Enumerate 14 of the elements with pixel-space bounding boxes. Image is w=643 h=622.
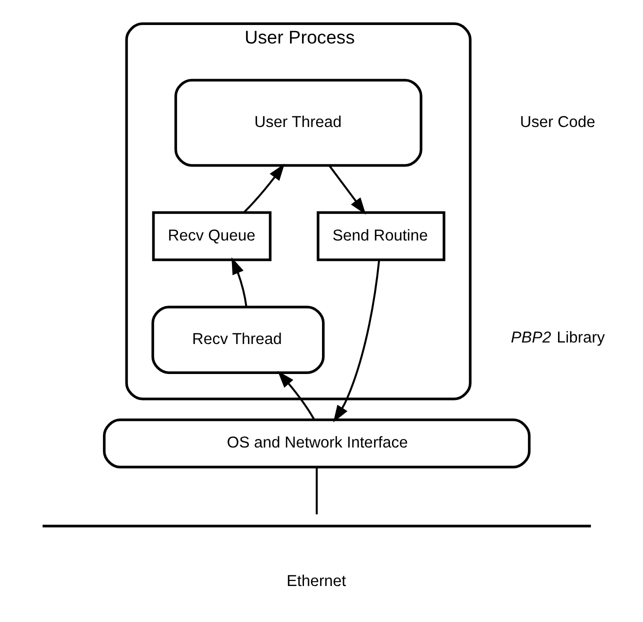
- node-box: Send Routine: [316, 211, 445, 262]
- arrow: [242, 164, 284, 213]
- label: PBP2 Library: [510, 330, 604, 347]
- arrow: [231, 257, 247, 308]
- arrow: [328, 165, 366, 215]
- node-box: Recv Thread: [150, 306, 324, 374]
- node-box: User Thread: [174, 78, 422, 167]
- node-box: OS and Network Interface: [102, 418, 530, 468]
- label: User Code: [520, 114, 595, 131]
- arrow: [332, 260, 380, 422]
- connector: [315, 467, 318, 514]
- node-box: Recv Queue: [152, 211, 271, 262]
- arrow: [277, 370, 314, 420]
- node-text: Ethernet: [286, 572, 346, 590]
